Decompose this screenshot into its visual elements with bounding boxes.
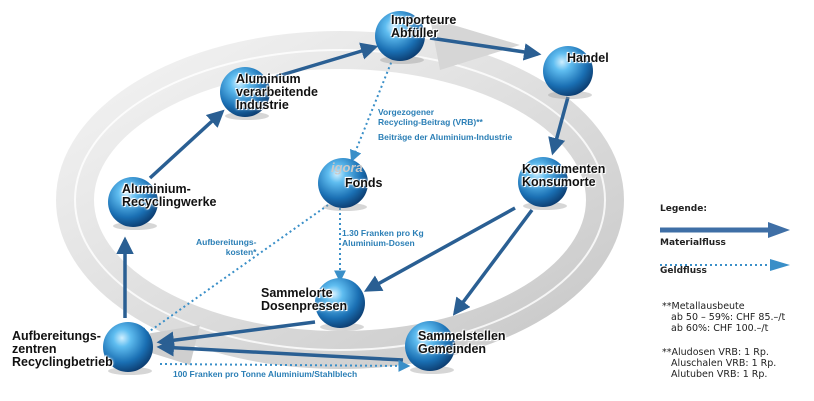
- node-ball-aufbereitung: [103, 322, 153, 372]
- label-handel: Handel: [567, 51, 609, 65]
- label-sammelstellen: Sammelstellen Gemeinden: [418, 329, 506, 356]
- label-sammelorte: Sammelorte Dosenpressen: [261, 286, 348, 313]
- label-industrie: Aluminium verarbeitende Industrie: [236, 72, 318, 112]
- node-ball-konsumenten: [518, 157, 568, 207]
- money-aufbereitung-sammelstellen: [159, 359, 411, 372]
- arrow-handel-konsumenten: [548, 96, 570, 156]
- label-konsumenten: Konsumenten Konsumorte: [522, 162, 606, 189]
- money-importeure-fonds: [350, 57, 394, 163]
- node-ball-sammelstellen: [405, 321, 455, 371]
- arrow-sammelstellen-aufbereitung: [156, 339, 404, 362]
- label-vrb: Vorgezogener Recycling-Beitrag (VRB)**: [378, 107, 483, 127]
- node-ball-fonds: [318, 158, 368, 208]
- arrow-konsumenten-sammelstellen: [452, 208, 534, 316]
- label-aufbereitungskosten: Aufbereitungs- kosten*: [196, 237, 257, 257]
- legend-materialfluss: Materialfluss: [660, 238, 726, 248]
- node-ball-sammelorte: [315, 278, 365, 328]
- node-ball-importeure: [375, 11, 425, 61]
- label-fonds: Fonds: [345, 176, 383, 190]
- label-importeure: Importeure Abfüller: [391, 13, 457, 40]
- legend-title: Legende:: [660, 204, 707, 214]
- legend-note-vrb: **Aludosen VRB: 1 Rp. Aluschalen VRB: 1 …: [662, 347, 777, 380]
- label-recyclingwerke: Aluminium- Recyclingwerke: [122, 182, 217, 209]
- arrow-importeure-handel: [429, 36, 542, 61]
- label-aufbereitung: Aufbereitungs- zentren Recyclingbetrieb: [12, 329, 113, 369]
- arrow-konsumenten-sammelorte: [363, 206, 516, 292]
- cycle-ring: [56, 18, 624, 369]
- igora-logo: igora: [331, 160, 363, 175]
- node-ball-handel: [543, 46, 593, 96]
- label-franken-tonne: 100 Franken pro Tonne Aluminium/Stahlble…: [173, 369, 358, 379]
- node-ball-industrie: [220, 67, 270, 117]
- label-franken-kg: 1.30 Franken pro Kg Aluminium-Dosen: [342, 228, 424, 248]
- node-ball-recyclingwerke: [108, 177, 158, 227]
- arrow-recyclingwerke-industrie: [148, 109, 225, 180]
- legend-note-metall: **Metallausbeute ab 50 – 59%: CHF 85.–/t…: [662, 301, 786, 334]
- legend-geldfluss: Geldfluss: [660, 266, 707, 276]
- arrow-sammelorte-aufbereitung: [156, 320, 316, 349]
- arrow-industrie-importeure: [264, 42, 379, 82]
- label-alu-beitraege: Beiträge der Aluminium-Industrie: [378, 132, 513, 142]
- money-fonds-aufbereitung: [138, 204, 329, 340]
